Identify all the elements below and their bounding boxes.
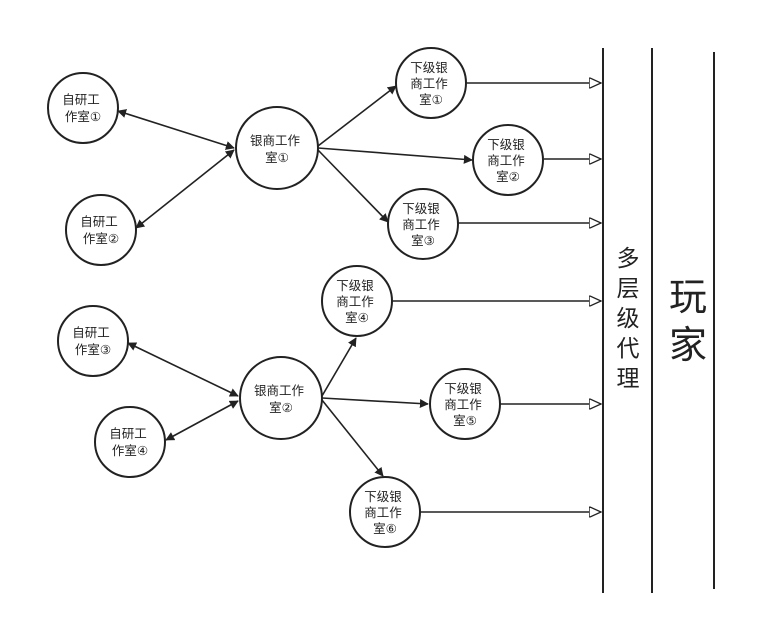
svg-text:下级银 商工作 室④: 下级银 商工作 室④: [336, 278, 378, 325]
node-self4-line1: 自研工: [109, 426, 147, 441]
player-label-char: 家: [669, 323, 707, 367]
node-sub4-line2: 商工作: [336, 294, 374, 309]
svg-text:自研工 作室③: 自研工 作室③: [72, 325, 114, 357]
agent-label: 多 层 级 代 理: [617, 246, 640, 392]
node-self4-line2: 作室④: [112, 443, 148, 458]
edge-bank1-sub2: [317, 147, 473, 164]
edge-bank1-sub3: [317, 149, 389, 223]
node-sub4: 下级银 商工作 室④: [321, 265, 393, 337]
node-sub5-line3: 室⑤: [453, 413, 477, 428]
node-sub2-line2: 商工作: [487, 153, 525, 168]
svg-text:下级银 商工作 室⑥: 下级银 商工作 室⑥: [364, 489, 406, 536]
node-self3-line1: 自研工: [72, 325, 110, 340]
svg-text:自研工 作室④: 自研工 作室④: [109, 426, 151, 458]
node-sub5: 下级银 商工作 室⑤: [429, 368, 501, 440]
node-self2-line2: 作室②: [83, 231, 119, 246]
node-self3-line2: 作室③: [75, 342, 111, 357]
node-sub3-line2: 商工作: [402, 217, 440, 232]
node-sub1: 下级银 商工作 室①: [395, 47, 467, 119]
svg-text:下级银 商工作 室①: 下级银 商工作 室①: [410, 60, 452, 107]
node-bank2: 银商工作 室②: [239, 356, 323, 440]
svg-text:自研工 作室①: 自研工 作室①: [62, 92, 104, 124]
node-sub1-line1: 下级银: [410, 60, 448, 75]
node-sub6-line1: 下级银: [364, 489, 402, 504]
node-bank1-line1: 银商工作: [250, 133, 301, 148]
node-self1-line1: 自研工: [62, 92, 100, 107]
node-self2-line1: 自研工: [80, 214, 118, 229]
node-sub6-line3: 室⑥: [373, 521, 397, 536]
node-sub3-line1: 下级银: [402, 201, 440, 216]
node-sub1-line2: 商工作: [410, 76, 448, 91]
node-sub5-line2: 商工作: [444, 397, 482, 412]
node-self4: 自研工 作室④: [94, 406, 166, 478]
node-bank1-line2: 室①: [265, 150, 289, 165]
svg-text:自研工 作室②: 自研工 作室②: [80, 214, 122, 246]
edge-bank2-sub4: [321, 337, 357, 397]
node-self1-line2: 作室①: [65, 109, 101, 124]
svg-text:下级银 商工作 室②: 下级银 商工作 室②: [487, 137, 529, 184]
agent-label-char: 理: [617, 366, 640, 392]
agent-label-char: 级: [617, 306, 640, 332]
node-sub2-line1: 下级银: [487, 137, 525, 152]
svg-text:银商工作 室②: 银商工作 室②: [254, 383, 308, 415]
edge-bank1-sub1: [317, 85, 397, 147]
node-sub3: 下级银 商工作 室③: [387, 188, 459, 260]
node-self3: 自研工 作室③: [57, 305, 129, 377]
edge-self3-bank2: [127, 342, 239, 397]
edge-bank2-sub6: [321, 399, 384, 477]
agent-label-char: 层: [617, 276, 640, 302]
node-sub1-line3: 室①: [419, 92, 443, 107]
svg-text:下级银 商工作 室③: 下级银 商工作 室③: [402, 201, 444, 248]
node-sub6-line2: 商工作: [364, 505, 402, 520]
agent-label-char: 代: [617, 336, 640, 362]
node-bank2-line2: 室②: [269, 400, 293, 415]
edge-self4-bank2: [165, 400, 239, 441]
node-sub4-line1: 下级银: [336, 278, 374, 293]
edge-self2-bank1: [135, 149, 235, 229]
node-sub5-line1: 下级银: [444, 381, 482, 396]
edge-self1-bank1: [117, 109, 235, 150]
svg-text:下级银 商工作 室⑤: 下级银 商工作 室⑤: [444, 381, 486, 428]
player-label: 玩 家: [669, 275, 707, 367]
node-bank2-line1: 银商工作: [254, 383, 305, 398]
node-self1: 自研工 作室①: [47, 72, 119, 144]
agent-label-char: 多: [617, 246, 640, 272]
node-self2: 自研工 作室②: [65, 194, 137, 266]
node-sub4-line3: 室④: [345, 310, 369, 325]
svg-text:银商工作 室①: 银商工作 室①: [250, 133, 304, 165]
edge-bank2-sub5: [321, 397, 429, 409]
node-sub2: 下级银 商工作 室②: [472, 124, 544, 196]
node-sub2-line3: 室②: [496, 169, 520, 184]
node-bank1: 银商工作 室①: [235, 106, 319, 190]
node-sub6: 下级银 商工作 室⑥: [349, 476, 421, 548]
node-sub3-line3: 室③: [411, 233, 435, 248]
player-label-char: 玩: [669, 275, 707, 319]
